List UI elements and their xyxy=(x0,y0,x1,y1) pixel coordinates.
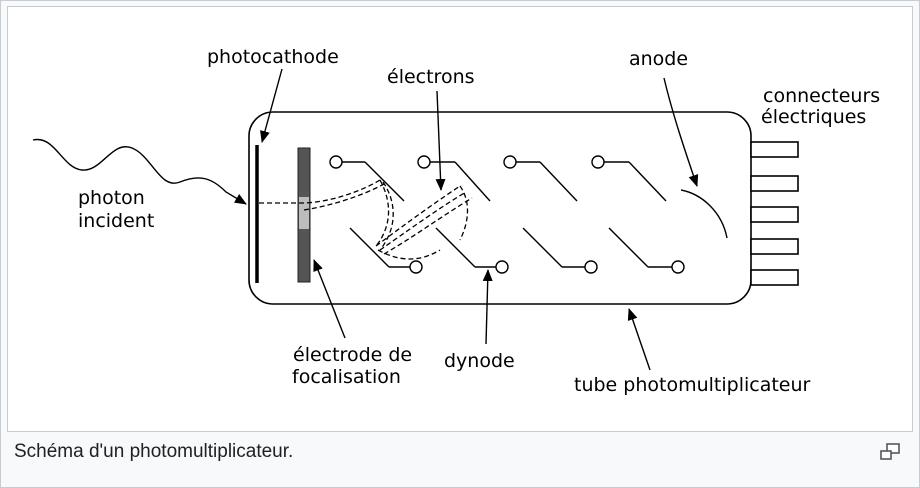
label-electrons: électrons xyxy=(387,66,475,88)
label-photocathode: photocathode xyxy=(207,46,339,68)
anode-curve xyxy=(680,189,728,239)
dynodes-top xyxy=(329,155,667,202)
label-connecteurs-line1: connecteurs xyxy=(763,85,880,107)
incident-photon-wave xyxy=(32,138,247,205)
enlarge-icon[interactable] xyxy=(878,442,902,462)
label-electrode-line1: électrode de xyxy=(293,344,412,366)
focusing-electrode xyxy=(297,147,311,283)
label-anode: anode xyxy=(629,48,688,70)
electron-paths xyxy=(259,179,473,260)
dynodes-bottom xyxy=(349,227,685,274)
anode-pointer xyxy=(663,77,699,187)
label-dynode: dynode xyxy=(444,350,515,372)
tube-body xyxy=(248,111,752,305)
dynode-pointer xyxy=(482,269,493,345)
label-electrode-line2: focalisation xyxy=(292,366,401,388)
figure-caption: Schéma d'un photomultiplicateur. xyxy=(14,441,294,462)
electrical-connectors xyxy=(750,141,799,286)
label-tube: tube photomultiplicateur xyxy=(574,374,811,396)
label-connecteurs-line2: électriques xyxy=(761,106,866,128)
electrons-pointer xyxy=(435,90,446,191)
label-photon-line2: incident xyxy=(78,210,154,232)
label-photon-line1: photon xyxy=(78,187,145,209)
photocathode-pointer xyxy=(260,68,283,143)
electrode-pointer xyxy=(313,259,346,339)
tube-pointer xyxy=(627,308,651,371)
